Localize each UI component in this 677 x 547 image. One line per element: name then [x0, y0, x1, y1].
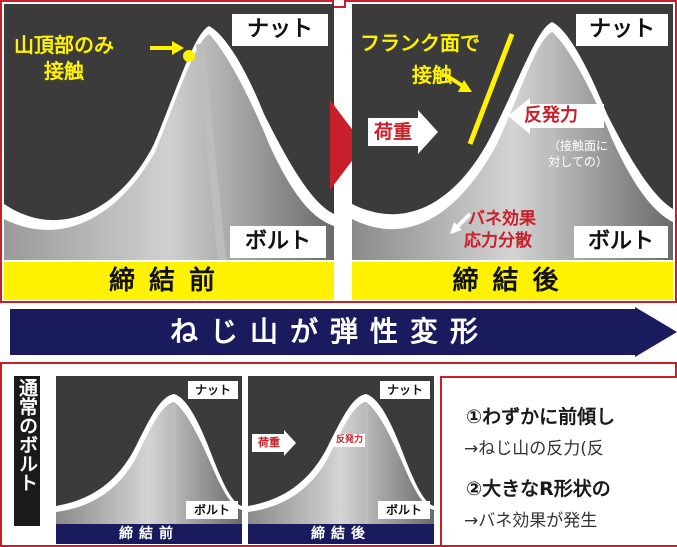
bolt-label-before: ボルト [230, 226, 326, 258]
mini-nut-label-after: ナット [380, 381, 430, 399]
mini-load-arrow: 荷重 [252, 430, 296, 456]
apex-contact-line1: 山頂部のみ [14, 33, 114, 57]
reaction-label: 反発力 [524, 105, 578, 126]
mini-before-panel [56, 376, 242, 524]
after-thread-illustration [352, 22, 673, 260]
spring-line2: 応力分散 [464, 231, 532, 251]
note-line-2: →ねじ山の反力(反 [464, 439, 604, 459]
banner-text: ねじ山が弾性変形 [169, 315, 490, 348]
apex-contact-annotation: 山頂部のみ 接触 [14, 32, 114, 84]
load-label: 荷重 [374, 121, 413, 143]
transition-arrow-icon [330, 100, 364, 190]
before-thread-illustration [4, 4, 334, 260]
banner-arrow-shape [10, 307, 677, 357]
reaction-note-line2: 対しての） [548, 155, 608, 169]
after-caption: 締結後 [352, 262, 673, 300]
note-line-4: →バネ効果が発生 [464, 511, 598, 531]
mini-before-caption: 締結前 [56, 524, 242, 544]
note-line-3: ②大きなR形状の [466, 478, 611, 500]
elastic-deformation-banner: ねじ山が弾性変形 [10, 307, 677, 357]
mini-after-illustration [248, 394, 434, 524]
spring-arrow-icon [450, 212, 472, 234]
nut-label-before: ナット [232, 14, 328, 46]
mini-bolt-label-before: ボルト [186, 501, 238, 519]
mini-reaction-label: 反発力 [334, 434, 366, 447]
mini-load-label: 荷重 [258, 436, 280, 449]
before-caption: 締結前 [4, 262, 334, 300]
side-label: 通常のボルト [14, 376, 40, 526]
note-line-1: ①わずかに前傾し [466, 406, 616, 428]
flank-contact-line1: フランク面で [360, 31, 480, 55]
apex-arrow-icon [150, 41, 184, 55]
spring-effect-note: バネ効果 応力分散 [464, 208, 536, 252]
reaction-note: （接触面に 対しての） [548, 138, 608, 170]
mini-before-illustration [56, 394, 242, 524]
side-label-text: 通常のボルト [16, 378, 38, 492]
mini-nut-label-before: ナット [188, 381, 238, 399]
flank-contact-annotation: フランク面で 接触 [360, 30, 480, 88]
apex-contact-line2: 接触 [44, 59, 84, 83]
spring-line1: バネ効果 [468, 209, 536, 229]
flank-arrow-icon [442, 72, 472, 92]
notes-block: ①わずかに前傾し →ねじ山の反力(反 ②大きなR形状の →バネ効果が発生 [440, 376, 677, 545]
reaction-note-line1: （接触面に [548, 139, 609, 153]
top-notch [332, 0, 346, 8]
mini-load-arrow-icon [252, 430, 296, 456]
load-arrow-icon [368, 110, 438, 154]
mini-after-caption: 締結後 [248, 524, 434, 544]
load-arrow: 荷重 [368, 110, 438, 154]
nut-label-after: ナット [576, 14, 668, 46]
reaction-arrow-icon [508, 98, 604, 134]
mini-bolt-label-after: ボルト [378, 501, 430, 519]
bolt-label-after: ボルト [574, 226, 668, 258]
after-tightening-panel [352, 4, 673, 260]
reaction-arrow: 反発力 [508, 98, 604, 134]
